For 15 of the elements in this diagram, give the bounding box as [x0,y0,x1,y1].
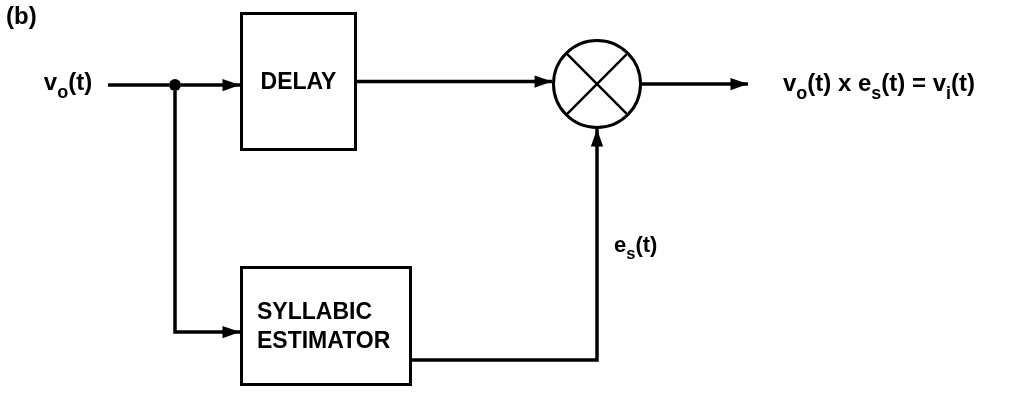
connector-line [108,83,169,87]
box-label: DELAY [260,67,337,96]
signal-label: v$_{o}$(t) [43,66,93,104]
process-box [240,12,357,151]
arrow [412,129,604,362]
panel-label: (b) [6,2,37,30]
arrow [181,78,240,92]
arrow [642,77,748,91]
process-box [240,266,412,386]
arrow [173,91,240,339]
arrow [357,75,553,88]
multiplier-symbol [552,39,642,129]
box-label: SYLLABIC ESTIMATOR [257,297,392,355]
signal-label: v$_{o}$(t) x e$_{s}$(t) = v$_{i}$(t) [782,67,976,105]
junction-dot [169,79,181,91]
